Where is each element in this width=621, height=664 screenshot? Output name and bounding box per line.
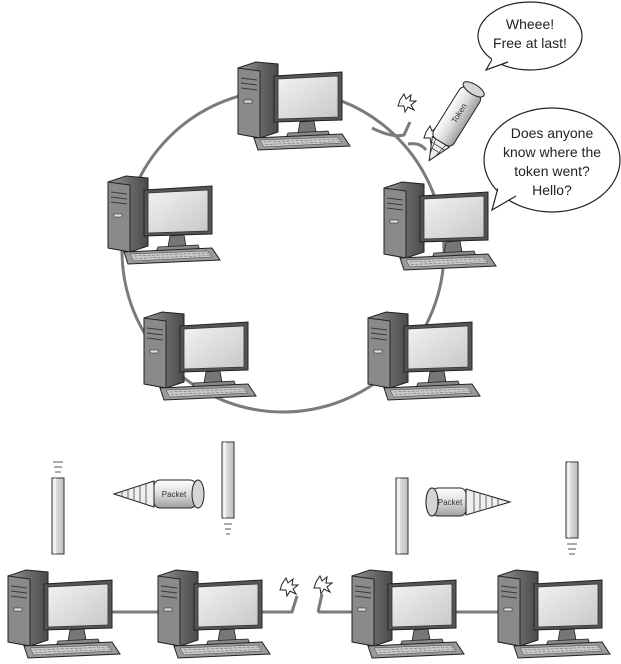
signal-pole [52, 462, 64, 554]
bus-cable-broken-right [318, 594, 322, 612]
spark-icon [398, 94, 416, 112]
spark-icon [314, 576, 332, 594]
ring-computer-bottom-right [368, 312, 480, 400]
packet-capsule-left: Packet [114, 480, 204, 508]
question-line-3: token went? [514, 163, 590, 179]
ring-computer-bottom-left [144, 312, 256, 400]
bus-computer-3 [352, 570, 464, 658]
packet-capsule-right: Packet [426, 488, 510, 516]
bus-computer-1 [8, 570, 120, 658]
question-line-1: Does anyone [511, 125, 594, 141]
broken-cable-end-upper [372, 122, 410, 136]
lost-token-speech-bubble: Does anyone know where the token went? H… [484, 108, 620, 212]
spark-icon [280, 578, 298, 596]
signal-pole [566, 462, 578, 554]
question-line-4: Hello? [532, 182, 572, 198]
token-speech-bubble: Wheee! Free at last! [478, 2, 582, 70]
ring-computer-top [238, 62, 350, 150]
signal-pole [396, 478, 408, 554]
token-capsule: Token [419, 79, 487, 167]
token-speech-line-1: Wheee! [506, 16, 554, 32]
broken-cable-end-lower [408, 144, 426, 150]
ring-computer-left [108, 176, 220, 264]
bus-computer-2 [158, 570, 270, 658]
question-line-2: know where the [503, 144, 601, 160]
bus-cable-broken-left [262, 596, 297, 612]
signal-pole [222, 442, 234, 534]
ring-computer-right [384, 182, 496, 270]
token-speech-line-2: Free at last! [493, 35, 567, 51]
packet-label: Packet [438, 498, 463, 507]
bus-computer-4 [498, 570, 610, 658]
packet-label: Packet [162, 490, 187, 499]
